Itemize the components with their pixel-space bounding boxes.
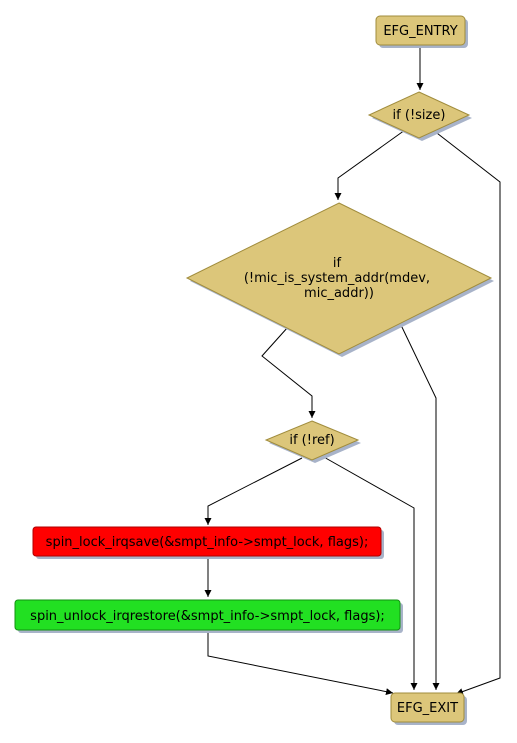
system-addr-check-node-diamond <box>185 202 493 355</box>
system-addr-check-node-line-2: (!mic_is_system_addr(mdev, <box>244 271 430 286</box>
ref-check-node: if (!ref) <box>264 420 361 463</box>
ref-check-node-label: if (!ref) <box>289 433 334 448</box>
system-addr-check-node-label: if (!mic_is_system_addr(mdev, mic_addr)) <box>244 256 434 301</box>
exit-node-label: EFG_EXIT <box>397 701 458 716</box>
entry-node-line: EFG_ENTRY <box>383 24 457 39</box>
unlock-node-line: spin_unlock_irqrestore(&smpt_info->smpt_… <box>30 609 385 624</box>
entry-node-box <box>375 15 466 46</box>
exit-node-line: EFG_EXIT <box>397 701 458 716</box>
lock-node-box <box>32 526 382 557</box>
entry-node-label: EFG_ENTRY <box>383 24 457 39</box>
size-check-node-line: if (!size) <box>393 108 446 123</box>
lock-node: spin_lock_irqsave(&smpt_info->smpt_lock,… <box>32 526 384 559</box>
exit-node: EFG_EXIT <box>390 692 467 725</box>
unlock-node: spin_unlock_irqrestore(&smpt_info->smpt_… <box>14 599 403 633</box>
system-addr-check-node-line-1: if <box>333 256 342 271</box>
unlock-node-label: spin_unlock_irqrestore(&smpt_info->smpt_… <box>30 609 385 624</box>
system-addr-check-node-line-3: mic_addr)) <box>304 286 374 301</box>
edge-system-addr-check-true-to-exit <box>399 322 440 690</box>
edge-system-addr-check-false-to-ref-check <box>261 326 316 418</box>
edges <box>204 46 501 696</box>
edge-size-check-false-to-system-addr-check <box>334 129 406 200</box>
edge-ref-check-false-to-lock <box>204 457 303 525</box>
size-check-node-diamond <box>367 91 471 139</box>
lock-node-line: spin_lock_irqsave(&smpt_info->smpt_lock,… <box>46 535 369 550</box>
ref-check-node-diamond <box>264 420 360 461</box>
system-addr-check-node: if (!mic_is_system_addr(mdev, mic_addr)) <box>185 202 494 357</box>
edge-ref-check-true-to-exit <box>321 455 418 690</box>
lock-node-label: spin_lock_irqsave(&smpt_info->smpt_lock,… <box>46 535 369 550</box>
unlock-node-box <box>14 599 401 631</box>
entry-node: EFG_ENTRY <box>375 15 468 48</box>
exit-node-box <box>390 692 465 723</box>
edge-size-check-true-to-exit <box>432 129 501 695</box>
edge-unlock-to-exit <box>207 631 394 696</box>
size-check-node-label: if (!size) <box>393 108 446 123</box>
ref-check-node-line: if (!ref) <box>289 433 334 448</box>
size-check-node: if (!size) <box>367 91 472 141</box>
